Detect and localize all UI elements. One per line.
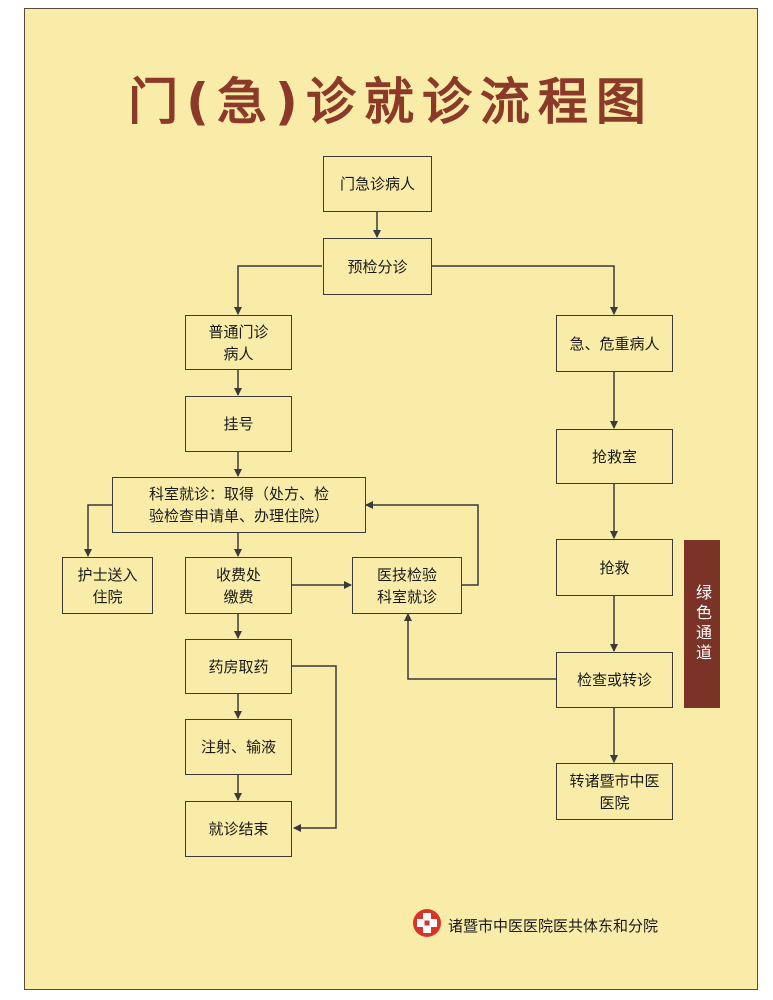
node-injection: 注射、输液: [185, 719, 292, 775]
arrow-pharmacy-end: [292, 665, 337, 832]
green-channel-label: 绿色通道: [684, 540, 720, 708]
page-title: 门(急)诊就诊流程图: [128, 73, 654, 131]
node-transfer-hospital: 转诸暨市中医 医院: [556, 763, 673, 820]
red-cross-icon: [412, 908, 442, 942]
node-register: 挂号: [185, 396, 292, 452]
node-nurse-admit: 护士送入 住院: [62, 557, 153, 614]
node-dept-visit: 科室就诊：取得（处方、检 验检查申请单、办理住院）: [112, 477, 366, 533]
arrow-check-medtech: [404, 613, 556, 680]
node-pharmacy: 药房取药: [185, 639, 292, 694]
arrow-dept-nurse: [84, 504, 112, 557]
node-end: 就诊结束: [185, 801, 292, 857]
arrow-triage-emergency: [432, 265, 618, 315]
arrow-medtech-dept: [365, 501, 479, 586]
node-check-transfer: 检查或转诊: [556, 652, 673, 708]
arrow-triage-general: [234, 265, 322, 315]
node-outpatient: 门急诊病人: [323, 156, 432, 212]
node-medtech: 医技检验 科室就诊: [352, 557, 462, 614]
node-rescue-room: 抢救室: [556, 429, 673, 484]
node-rescue: 抢救: [556, 539, 673, 596]
hospital-name: 诸暨市中医医院医共体东和分院: [448, 916, 659, 935]
node-payment: 收费处 缴费: [185, 557, 292, 614]
node-general-patient: 普通门诊 病人: [185, 315, 292, 370]
node-triage: 预检分诊: [323, 238, 432, 295]
node-emergency-patient: 急、危重病人: [556, 315, 673, 372]
footer: 诸暨市中医医院医共体东和分院: [412, 908, 658, 942]
